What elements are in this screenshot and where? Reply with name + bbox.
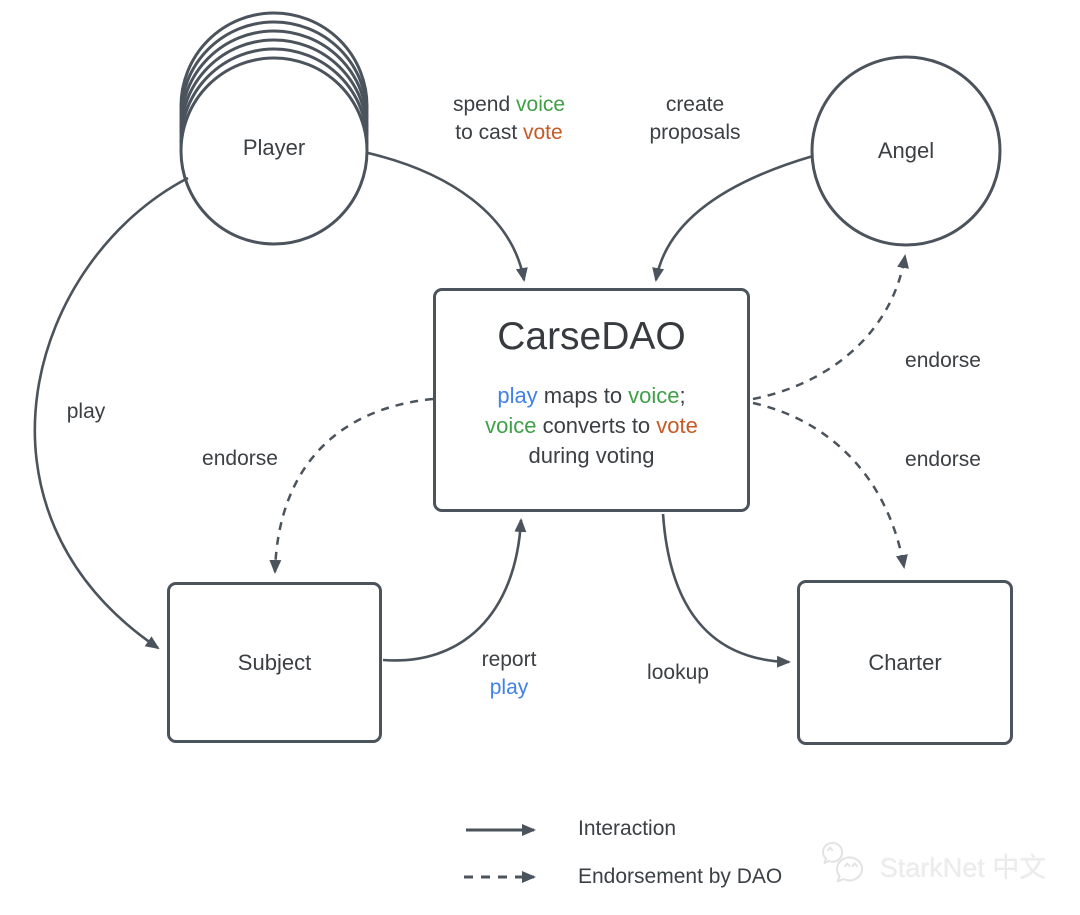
angel-node-circle: [810, 55, 1002, 247]
edge-label-endorse-angel: endorse: [905, 349, 981, 372]
carsedao-node-box: CarseDAO play maps to voice; voice conve…: [433, 288, 750, 512]
play-keyword: play: [489, 676, 529, 699]
legend-endorsement-label: Endorsement by DAO: [578, 865, 783, 888]
edge-dao-to-charter: [661, 513, 791, 668]
vote-keyword: vote: [523, 121, 563, 144]
carsedao-description: play maps to voice; voice converts to vo…: [436, 381, 747, 471]
vote-keyword: vote: [656, 413, 698, 438]
angel-node-label: Angel: [877, 138, 935, 163]
watermark-text: StarkNet 中文: [880, 852, 1047, 883]
play-keyword: play: [497, 383, 538, 408]
charter-node-box: Charter: [797, 580, 1013, 745]
subject-node-box: Subject: [167, 582, 382, 743]
carsedao-title: CarseDAO: [497, 315, 686, 358]
label-text: to cast: [455, 121, 523, 144]
carsedao-description-line2: voice converts to vote: [436, 411, 747, 441]
player-node-circle-stack: [179, 11, 369, 246]
voice-keyword: voice: [516, 93, 566, 116]
voice-keyword: voice: [485, 413, 537, 438]
legend-interaction-label: Interaction: [578, 817, 677, 840]
player-node-circle: [179, 56, 369, 246]
charter-node-label: Charter: [868, 649, 942, 675]
edge-label-endorse-charter: endorse: [905, 448, 981, 471]
edge-label-line: to cast vote: [453, 119, 565, 147]
edge-dao-endorse-angel: [752, 254, 909, 401]
edge-label-line: create: [665, 93, 725, 116]
edge-angel-to-dao: [652, 154, 814, 282]
carsedao-description-line3: during voting: [528, 443, 655, 468]
body-text: maps to: [537, 383, 629, 408]
voice-keyword: voice: [628, 383, 680, 408]
edge-label-line: proposals: [649, 121, 741, 144]
carsedao-description-line1: play maps to voice;: [436, 381, 747, 411]
edge-label-endorse-subject: endorse: [202, 447, 278, 470]
label-text: spend: [452, 93, 517, 116]
watermark: StarkNet 中文: [820, 840, 1047, 890]
edge-label-line: report: [481, 648, 537, 671]
edge-subject-to-dao: [382, 518, 527, 662]
wechat-icon: [822, 841, 863, 883]
edge-player-to-dao: [367, 151, 528, 282]
edge-label-lookup: lookup: [647, 661, 709, 684]
edge-label-spend-vote: spend voice to cast vote: [453, 91, 565, 147]
edge-player-to-subject: [33, 176, 189, 650]
subject-node-label: Subject: [237, 649, 312, 675]
edge-label-line: spend voice: [453, 91, 565, 119]
body-text: converts to: [536, 413, 657, 438]
body-text: ;: [679, 383, 686, 408]
edge-dao-endorse-subject: [269, 397, 434, 574]
player-node-label: Player: [242, 135, 306, 160]
edge-label-report-play: report play: [482, 646, 537, 702]
edge-dao-endorse-charter: [752, 401, 908, 569]
edge-label-create-proposals: create proposals: [649, 91, 740, 147]
edge-label-play: play: [66, 400, 106, 423]
